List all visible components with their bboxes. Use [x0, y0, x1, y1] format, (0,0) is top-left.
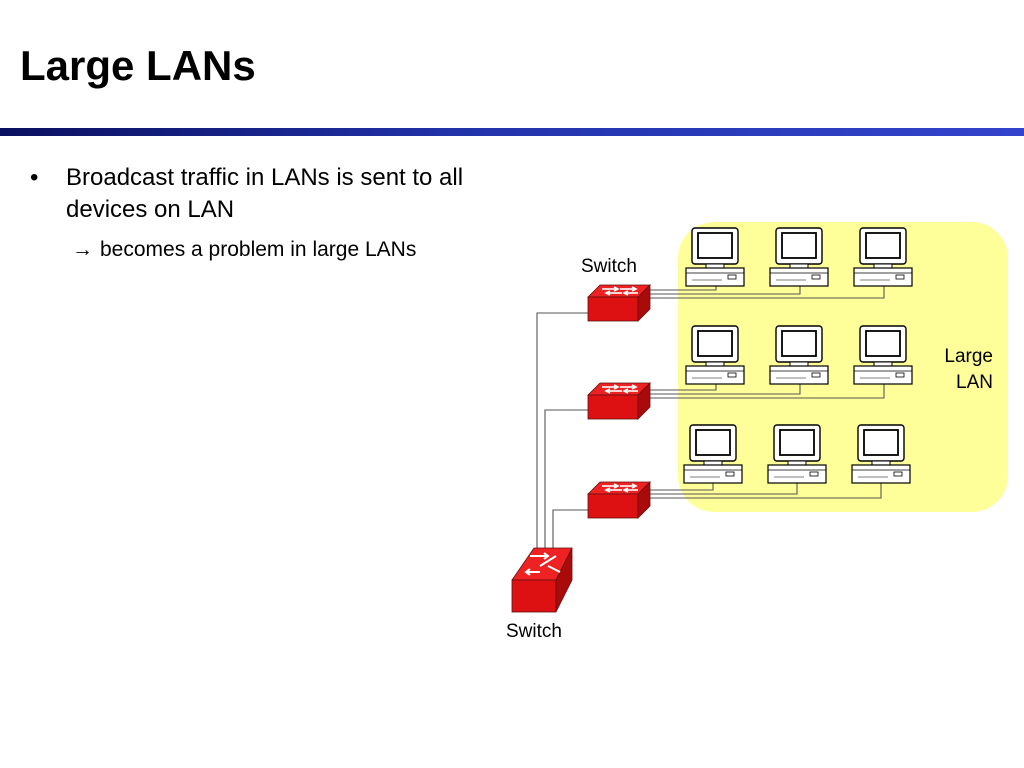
- switch-icon: [587, 284, 651, 322]
- sub-bullet-text: becomes a problem in large LANs: [100, 238, 417, 261]
- computer-icon: [685, 325, 745, 385]
- bullet-text: Broadcast traffic in LANs is sent to all…: [66, 164, 464, 223]
- bullet-marker: •: [30, 164, 39, 191]
- arrow-icon: →: [72, 238, 93, 261]
- core-switch-icon: [511, 547, 573, 613]
- slide-title: Large LANs: [20, 42, 256, 89]
- computer-icon: [853, 325, 913, 385]
- computer-icon: [685, 227, 745, 287]
- uplink-cables: [536, 312, 590, 548]
- sub-bullet-item: → becomes a problem in large LANs: [72, 236, 416, 264]
- computer-icon: [767, 424, 827, 484]
- region-label-line1: Large: [944, 346, 993, 367]
- title-rule: [0, 128, 1024, 136]
- region-label-line2: LAN: [956, 372, 993, 393]
- switch-icon: [587, 382, 651, 420]
- computer-icon: [769, 325, 829, 385]
- computer-icon: [851, 424, 911, 484]
- switch-label-bottom: Switch: [506, 621, 562, 642]
- switch-label-top: Switch: [581, 256, 637, 277]
- pc-icons: [683, 227, 913, 484]
- switch-icon: [587, 481, 651, 519]
- computer-icon: [853, 227, 913, 287]
- computer-icon: [769, 227, 829, 287]
- computer-icon: [683, 424, 743, 484]
